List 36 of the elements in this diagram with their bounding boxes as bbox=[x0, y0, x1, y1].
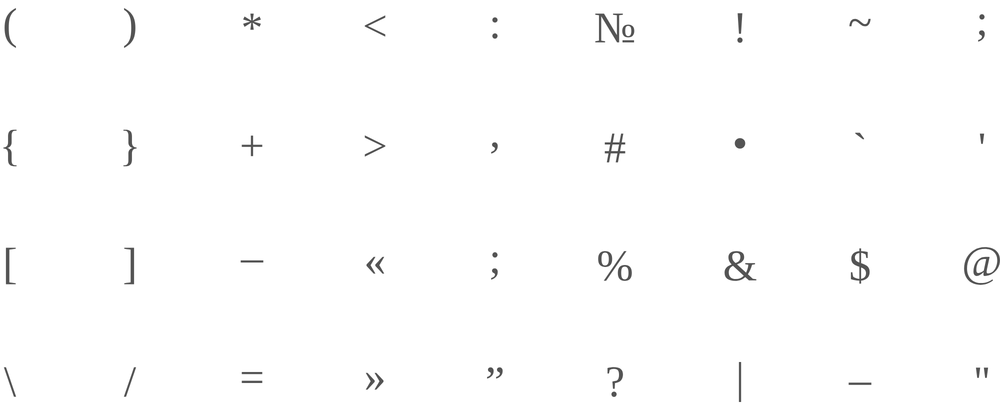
symbol: ; bbox=[491, 252, 498, 280]
symbol: $ bbox=[850, 248, 870, 284]
symbol: * bbox=[243, 14, 261, 30]
symbol: | bbox=[738, 362, 742, 402]
symbol: ' bbox=[980, 134, 984, 144]
symbol: № bbox=[595, 14, 634, 42]
symbol: > bbox=[364, 135, 386, 157]
symbol: '' bbox=[976, 368, 988, 378]
symbol: + bbox=[242, 136, 262, 156]
symbol: – bbox=[240, 260, 264, 263]
symbol: • bbox=[734, 138, 746, 149]
symbol: » bbox=[366, 372, 384, 390]
symbol: , bbox=[491, 142, 498, 154]
symbol: { bbox=[3, 130, 17, 166]
symbol: @ bbox=[964, 247, 1000, 285]
symbol: & bbox=[724, 251, 756, 281]
symbol: ? bbox=[608, 367, 623, 397]
symbol: ) bbox=[124, 8, 136, 48]
symbol: \ bbox=[4, 367, 16, 397]
symbol: # bbox=[604, 134, 626, 162]
symbol: : bbox=[492, 17, 498, 39]
symbol: ] bbox=[124, 248, 134, 284]
symbol: _ bbox=[848, 382, 872, 385]
symbol: ` bbox=[855, 132, 864, 140]
symbol: / bbox=[124, 367, 136, 397]
symbol: ; bbox=[978, 14, 985, 42]
symbol: ! bbox=[737, 13, 743, 43]
symbol: ” bbox=[487, 367, 503, 379]
symbol: < bbox=[364, 15, 386, 37]
symbol: % bbox=[598, 251, 632, 281]
symbol: } bbox=[123, 130, 137, 166]
symbol: « bbox=[366, 256, 384, 274]
symbol: ( bbox=[4, 8, 16, 48]
symbol: [ bbox=[6, 248, 16, 284]
symbol: ~ bbox=[849, 18, 871, 26]
symbol: = bbox=[242, 372, 262, 383]
